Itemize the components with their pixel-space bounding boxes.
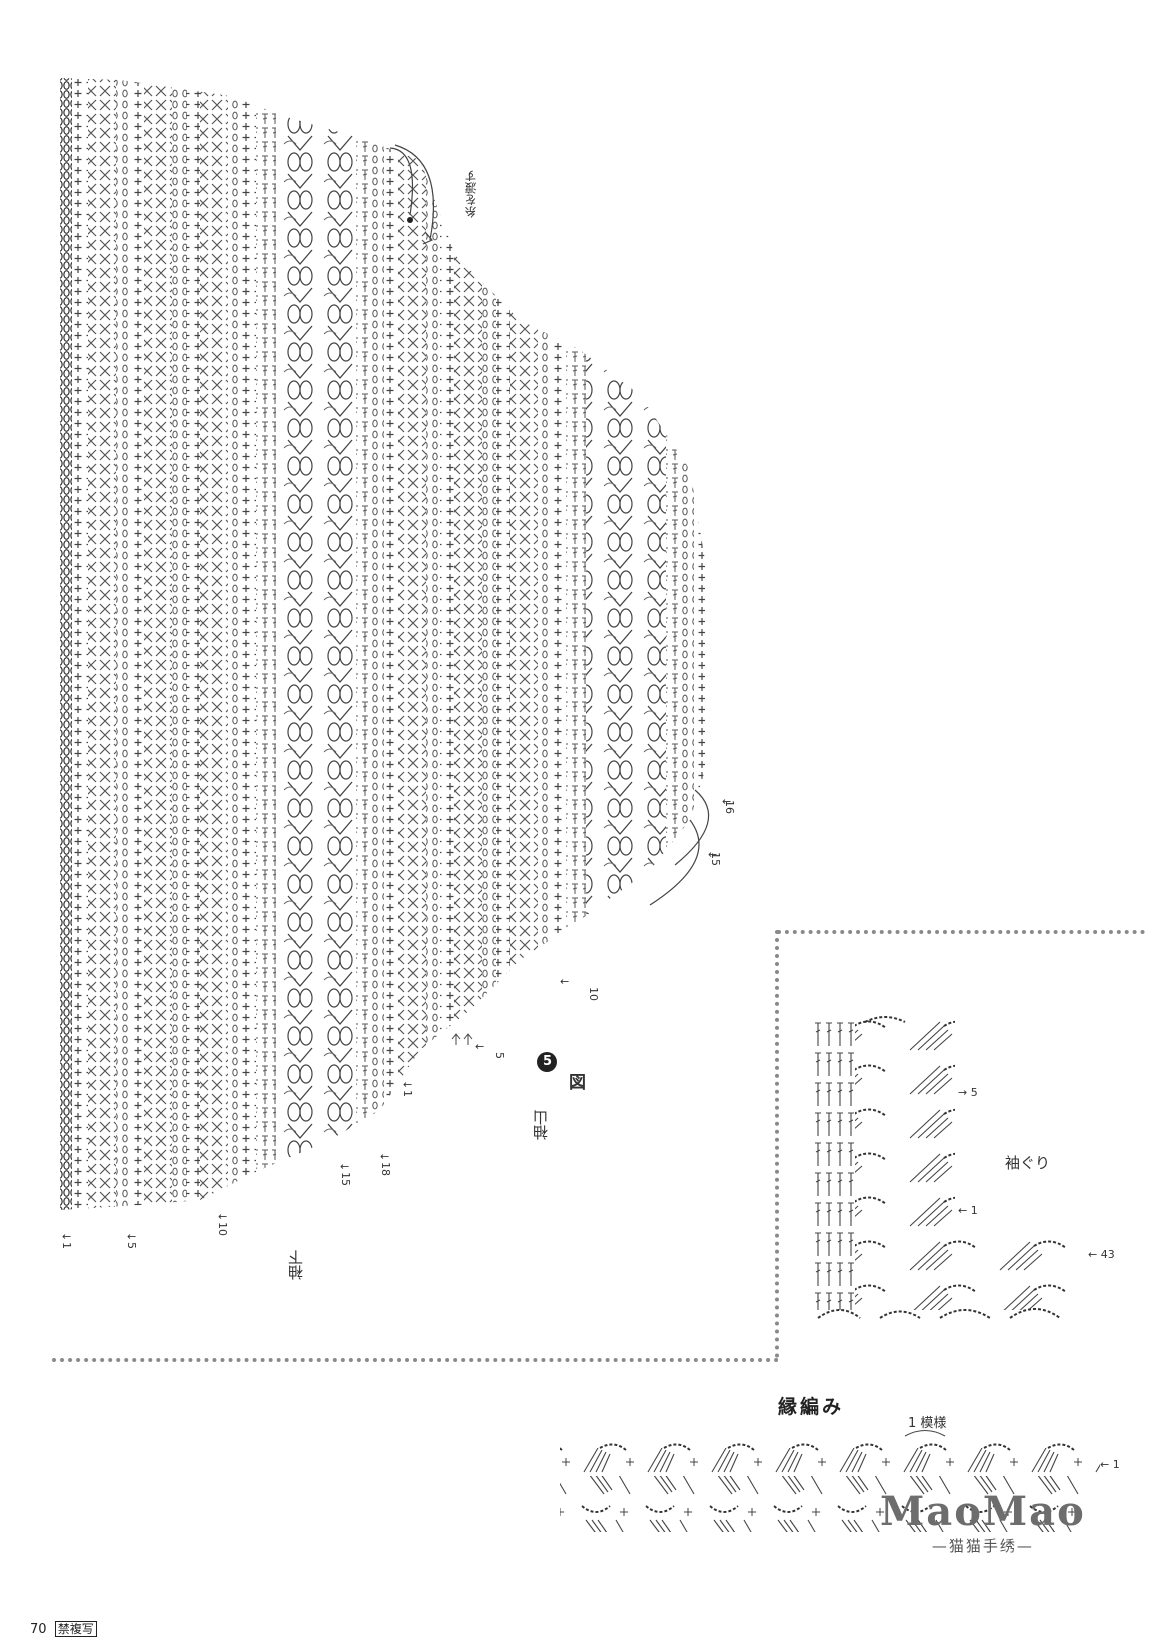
armhole-row-marker-43: ← 43 (1088, 1248, 1115, 1261)
divider-vertical (775, 930, 779, 1358)
row-marker-15: ← (340, 1160, 350, 1173)
edging-repeat-label: 1 模様 (908, 1416, 947, 1431)
watermark-brand: MaoMao (880, 1488, 1086, 1535)
watermark-subtitle: —猫猫手绣— (931, 1537, 1034, 1555)
row-marker-18: ← (380, 1150, 390, 1163)
cap-marker-16: ← (722, 795, 732, 808)
page-number: 70 (30, 1622, 47, 1637)
row-marker-1: ← (62, 1230, 72, 1243)
armhole-row-marker-1: ← 1 (958, 1204, 978, 1217)
divider-horizontal-bottom (52, 1358, 779, 1362)
cap-marker-5: ← (475, 1040, 485, 1053)
row-marker-5: ← (127, 1230, 137, 1243)
page-footer: 70 禁複写 (30, 1620, 97, 1637)
divider-horizontal-top (777, 930, 1145, 934)
copy-prohibited-notice: 禁複写 (54, 1621, 97, 1637)
cap-marker-15: ← (708, 848, 718, 861)
cap-marker-10: ← (560, 975, 570, 988)
figure-number-value: 5 (543, 1054, 553, 1069)
edging-title: 縁編み (778, 1396, 845, 1418)
edging-row-marker-1: ← 1 (1100, 1458, 1120, 1471)
armhole-label: 袖ぐり (1005, 1154, 1051, 1172)
armhole-row-marker-5: → 5 (958, 1086, 978, 1099)
watermark-logo: MaoMao —猫猫手绣— (880, 1488, 1086, 1556)
cap-marker-1: ← (403, 1078, 413, 1091)
figure-number: 図 (565, 1073, 585, 1090)
row-marker-10: ← (218, 1210, 228, 1223)
